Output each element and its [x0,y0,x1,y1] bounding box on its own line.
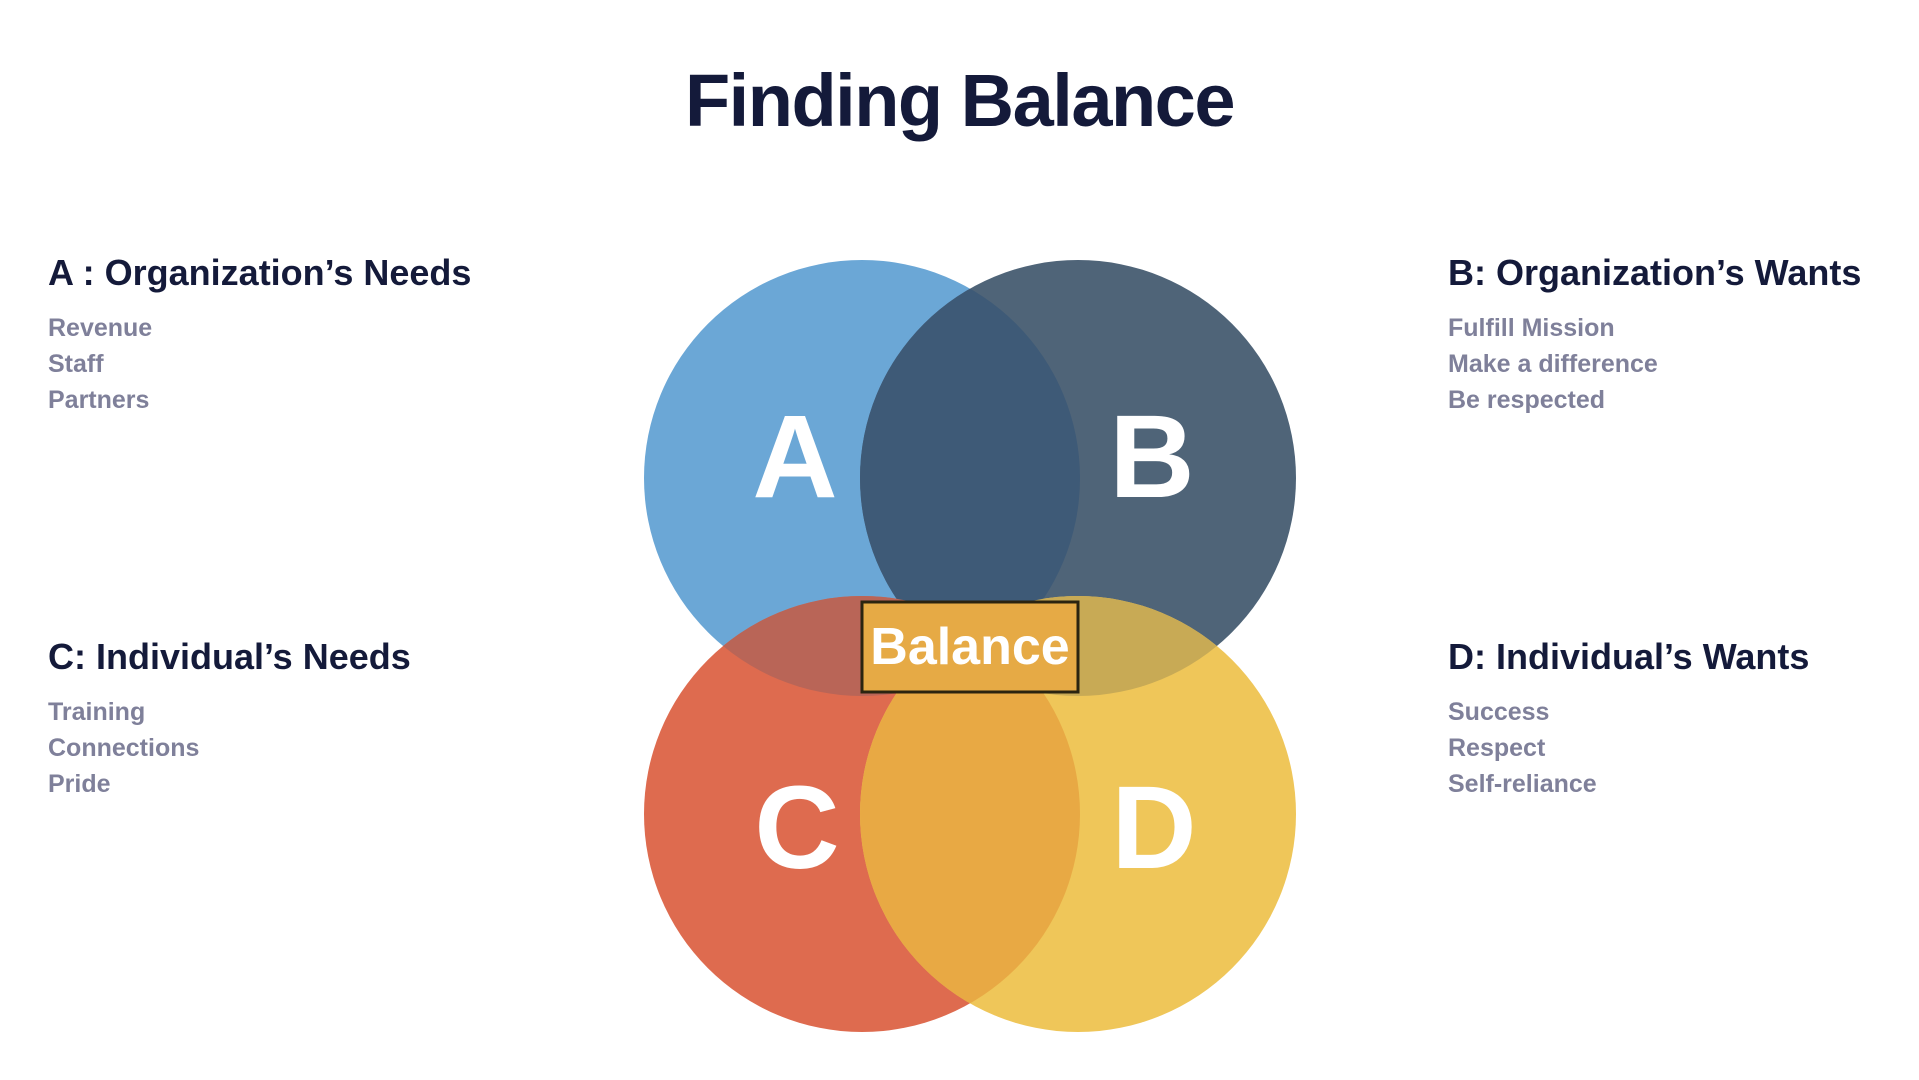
overlap-a-b [860,260,1080,696]
list-item: Revenue [48,314,153,342]
list-item: Pride [48,770,111,798]
panel-heading: B: Organization’s Wants [1448,252,1862,293]
panel-individual-wants: D: Individual’s Wants Success Respect Se… [1448,636,1919,802]
list-item: Success [1448,698,1550,726]
circle-letter-a: A [752,391,837,523]
list-item: Partners [48,386,150,414]
list-item: Staff [48,350,104,378]
panel-heading: D: Individual’s Wants [1448,636,1810,677]
list-item: Self-reliance [1448,770,1597,798]
list-item: Fulfill Mission [1448,314,1615,342]
list-item: Respect [1448,734,1546,762]
balance-label: Balance [870,618,1069,676]
panel-individual-needs: C: Individual’s Needs Training Connectio… [48,636,568,802]
list-item: Connections [48,734,200,762]
panel-list: Revenue Staff Partners [48,310,568,418]
circle-letter-d: D [1111,762,1196,894]
page-title: Finding Balance [684,59,1236,142]
panel-organization-needs: A : Organization’s Needs Revenue Staff P… [48,252,568,418]
circle-letter-b: B [1109,391,1194,523]
panel-organization-wants: B: Organization’s Wants Fulfill Mission … [1448,252,1919,418]
balance-box [860,600,1080,694]
overlap-c-d [860,596,1080,1032]
panel-list: Success Respect Self-reliance [1448,694,1919,802]
circle-letter-c: C [754,762,839,894]
panel-list: Training Connections Pride [48,694,568,802]
list-item: Be respected [1448,386,1606,414]
panel-heading: C: Individual’s Needs [48,636,411,677]
panel-list: Fulfill Mission Make a difference Be res… [1448,310,1919,418]
panel-heading: A : Organization’s Needs [48,252,472,293]
list-item: Make a difference [1448,350,1658,378]
list-item: Training [48,698,146,726]
